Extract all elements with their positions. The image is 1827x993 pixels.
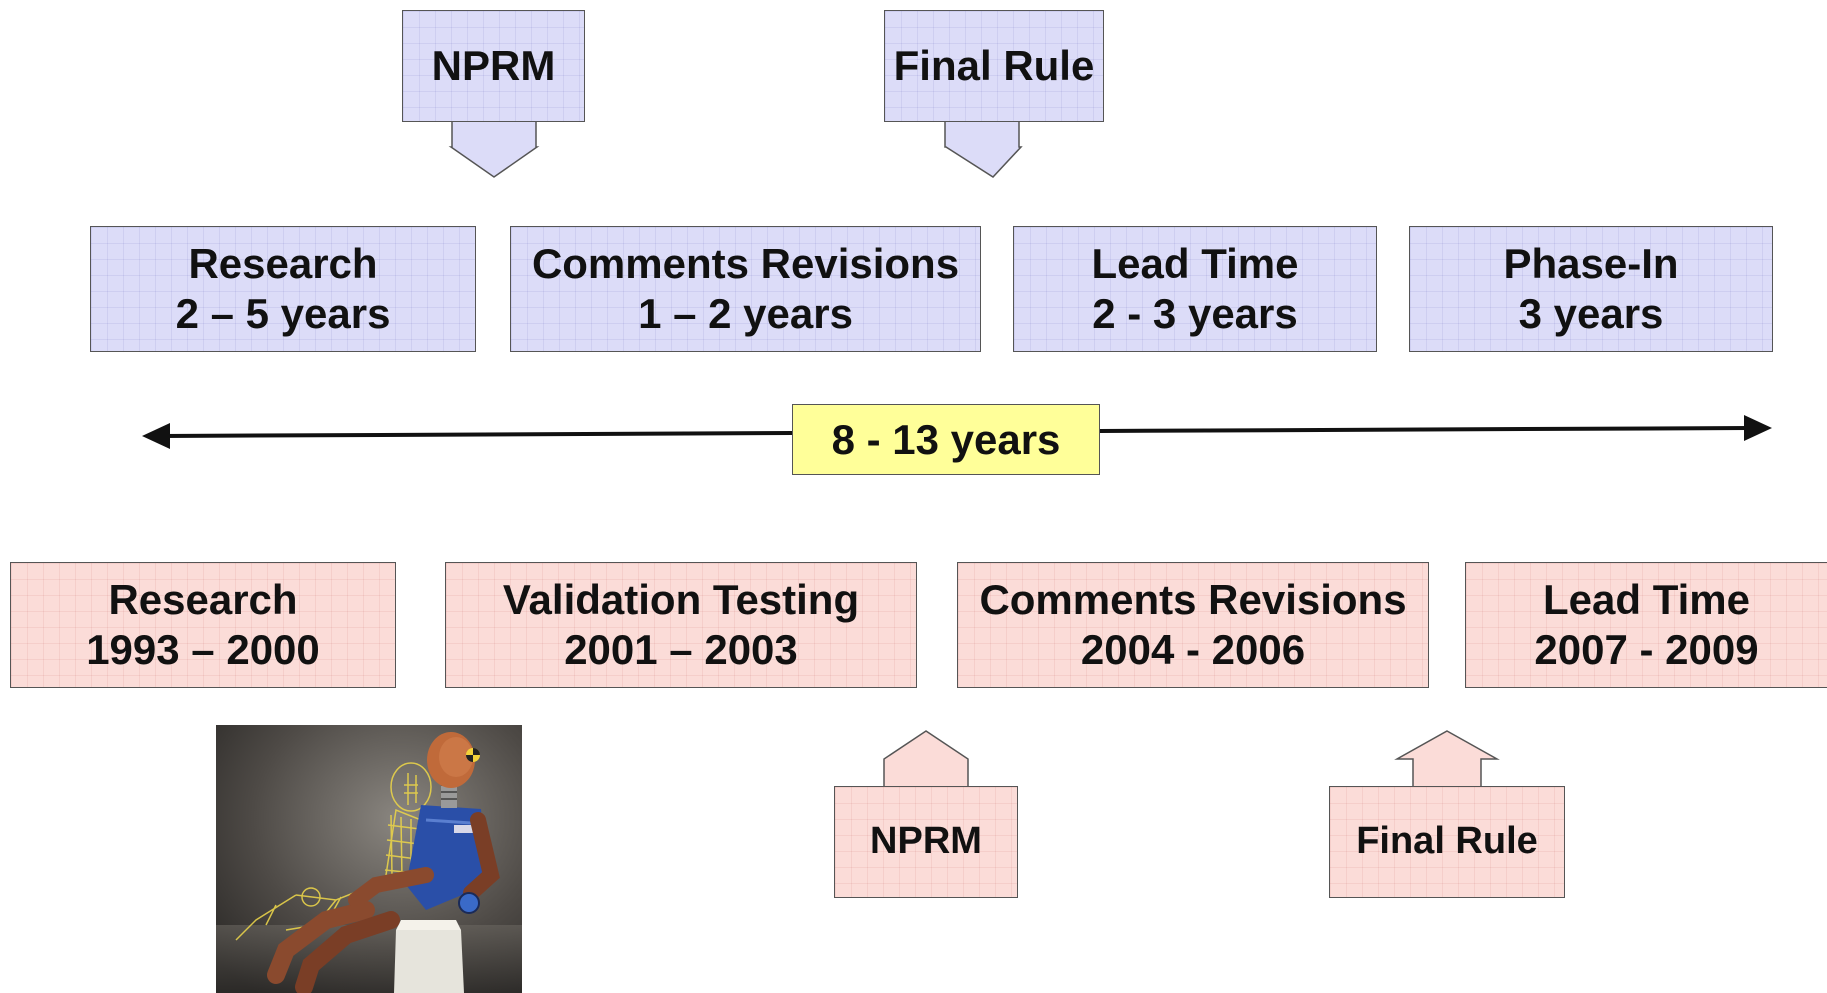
top-callout-nprm: NPRM — [402, 10, 585, 122]
bottom-callout-final-rule-label: Final Rule — [1356, 820, 1538, 863]
top-phase-comments-revisions-duration: 1 – 2 years — [638, 290, 853, 337]
top-phase-research-title: Research — [188, 239, 378, 287]
crash-test-dummy-illustration — [216, 725, 522, 993]
total-span-label: 8 - 13 years — [792, 404, 1100, 475]
total-span-text: 8 - 13 years — [831, 415, 1061, 463]
bottom-phase-comments-revisions-title: Comments Revisions — [979, 575, 1407, 623]
nprm-top-down-arrow — [448, 120, 540, 178]
top-phase-phase-in-title: Phase-In — [1503, 239, 1679, 287]
top-phase-comments-revisions-title: Comments Revisions — [531, 239, 960, 287]
bottom-phase-comments-revisions-duration: 2004 - 2006 — [1080, 626, 1306, 673]
top-phase-lead-time-duration: 2 - 3 years — [1092, 290, 1298, 337]
final-rule-top-down-arrow — [944, 120, 1023, 178]
top-callout-nprm-label: NPRM — [431, 41, 556, 89]
top-phase-phase-in-duration: 3 years — [1518, 290, 1664, 337]
crash-test-dummy-image — [216, 725, 522, 993]
bottom-phase-validation-testing-title: Validation Testing — [502, 575, 860, 623]
top-phase-phase-in: Phase-In 3 years — [1409, 226, 1773, 352]
bottom-phase-research: Research 1993 – 2000 — [10, 562, 396, 688]
nprm-top-down-arrow — [451, 121, 537, 148]
bottom-phase-comments-revisions: Comments Revisions 2004 - 2006 — [957, 562, 1429, 688]
bottom-phase-lead-time-duration: 2007 - 2009 — [1534, 626, 1759, 673]
span-line-right — [1099, 426, 1751, 433]
top-phase-lead-time-title: Lead Time — [1091, 239, 1299, 287]
bottom-phase-research-title: Research — [108, 575, 298, 623]
bottom-phase-validation-testing-duration: 2001 – 2003 — [564, 626, 798, 673]
top-phase-lead-time: Lead Time 2 - 3 years — [1013, 226, 1377, 352]
bottom-phase-validation-testing: Validation Testing 2001 – 2003 — [445, 562, 917, 688]
bottom-callout-nprm: NPRM — [834, 786, 1018, 898]
top-callout-final-rule-label: Final Rule — [893, 41, 1095, 89]
final-rule-bottom-up-arrow — [1394, 730, 1500, 788]
span-arrowhead-right — [1744, 415, 1772, 441]
top-phase-research-duration: 2 – 5 years — [175, 290, 391, 337]
nprm-bottom-up-arrow — [883, 730, 969, 788]
bottom-callout-final-rule: Final Rule — [1329, 786, 1565, 898]
span-arrowhead-left — [142, 423, 170, 449]
bottom-phase-research-duration: 1993 – 2000 — [86, 626, 320, 673]
top-phase-research: Research 2 – 5 years — [90, 226, 476, 352]
bottom-phase-lead-time-title: Lead Time — [1543, 575, 1750, 623]
top-phase-comments-revisions: Comments Revisions 1 – 2 years — [510, 226, 981, 352]
bottom-callout-nprm-label: NPRM — [870, 820, 982, 863]
span-line-left — [161, 431, 793, 438]
top-callout-final-rule: Final Rule — [884, 10, 1104, 122]
bottom-phase-lead-time: Lead Time 2007 - 2009 — [1465, 562, 1827, 688]
